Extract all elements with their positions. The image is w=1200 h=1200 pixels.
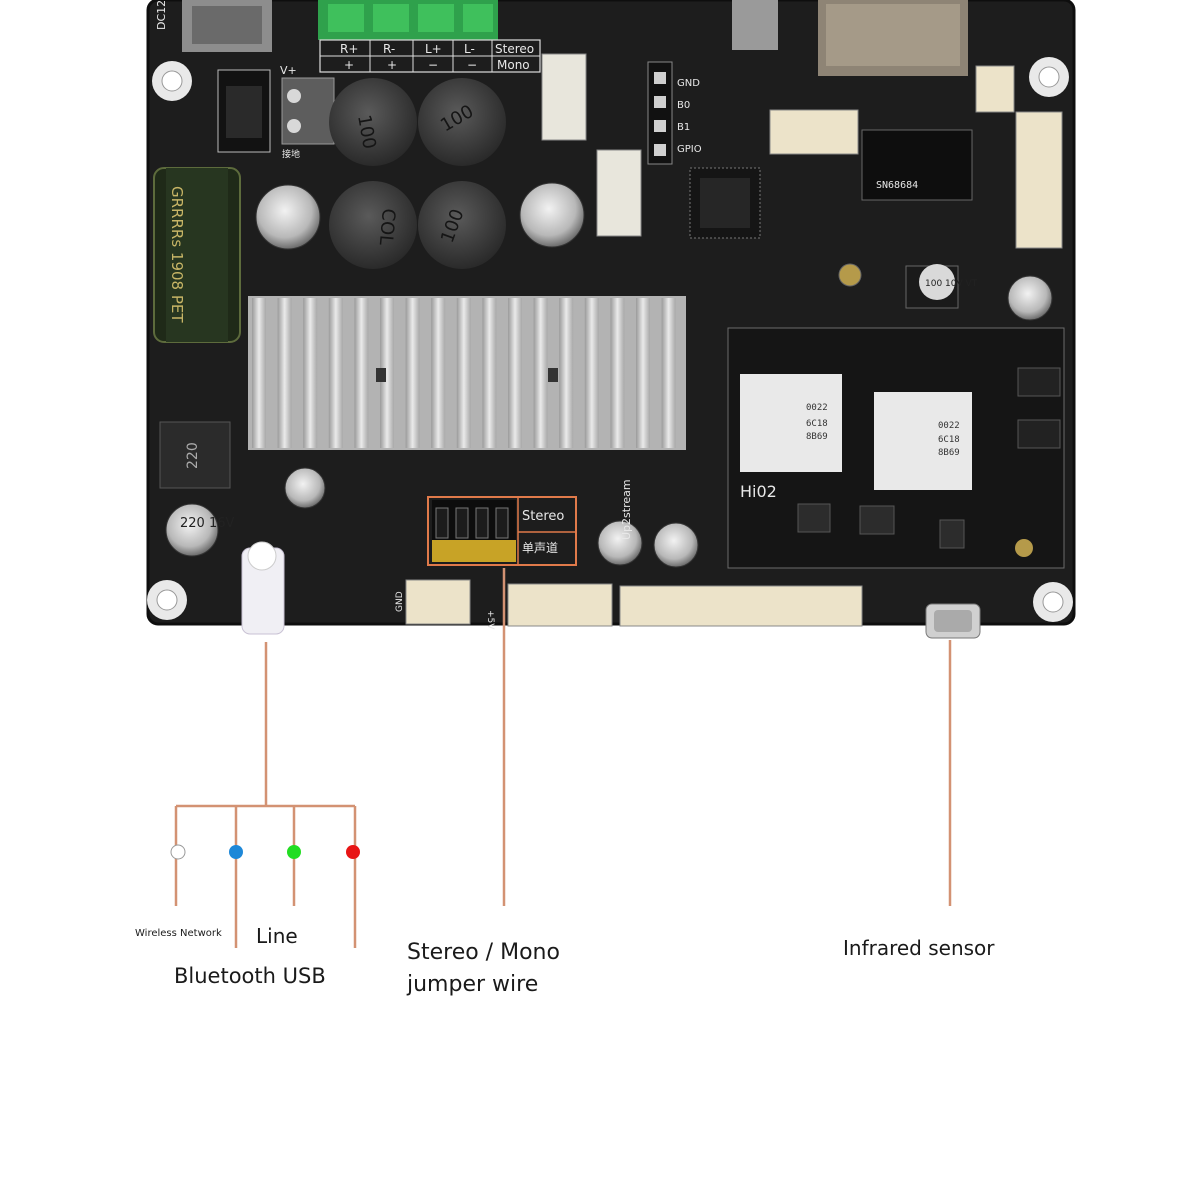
up2stream-label: Up2stream [620,479,633,540]
heatsink-fin [610,298,625,448]
silk-stereo-top: Stereo [495,42,534,56]
heatsink-fin [380,298,394,448]
blue-led-dot [229,845,243,859]
term-r-plus: R+ [340,42,358,56]
module-chip-right-marks: 0022 6C18 8B69 [938,421,960,458]
heatsink-fin [559,298,574,448]
svg-text:0022: 0022 [938,421,960,431]
small-inductor: 220 [159,421,231,489]
bulk-capacitor: GRRRRs 1908 PET [153,167,241,343]
heatsink [248,296,686,450]
module-id: Hi02 [740,482,777,501]
cap-small-a: 220 16V [180,516,234,531]
heatsink-fin [482,298,497,448]
sign-3: − [428,58,438,72]
electrolytic-capacitors: 220 16V [165,182,1053,568]
microcontroller [689,167,761,239]
white-led-dot [170,844,186,860]
heatsink-fin [456,298,471,448]
chip-label: SN68684 [876,180,918,191]
sign-4: − [467,58,477,72]
heatsink-fin [508,298,522,448]
vplus-terminal: V+ 接地 [217,64,335,160]
silk-vplus: V+ [280,64,297,77]
module-chip-left-marks: 0022 6C18 8B69 [806,403,828,442]
heatsink-fin [661,298,676,448]
label-line: Line [256,924,298,948]
label-jumper-wire: jumper wire [407,972,539,997]
svg-text:0022: 0022 [806,403,828,413]
label-bluetooth-usb: Bluetooth USB [174,964,326,988]
gnd-pin-label: GND [395,591,405,612]
mounting-holes [147,57,1073,622]
term-r-minus: R- [383,42,395,56]
cap-marking: GRRRRs 1908 PET [168,186,186,323]
ind-3: COL [375,208,399,246]
ind-small-label: 220 [185,442,201,469]
pin-gpio: GPIO [677,144,702,155]
heatsink-fin [277,298,292,448]
boot-pin-header: GND B0 B1 GPIO [647,61,702,165]
label-infrared-sensor: Infrared sensor [843,936,995,960]
heatsink-fin [354,298,369,448]
heatsink-fin [252,298,266,448]
ir-sensor [925,603,981,639]
term-l-plus: L+ [425,42,442,56]
label-stereo-mono: Stereo / Mono [407,940,560,965]
dc-power-jack: DC12- [155,0,272,52]
smd-cap-label: 100 10V VT [925,279,978,289]
silk-mono-top: Mono [497,58,530,72]
green-led-dot [287,845,301,859]
network-chip: SN68684 [861,129,973,201]
silk-ground-cn: 接地 [282,148,300,160]
jst-connectors-top [541,0,1063,249]
svg-text:8B69: 8B69 [806,432,828,442]
heatsink-fin [533,298,548,448]
dc-label: DC12- [155,0,168,30]
pin-gnd: GND [677,78,700,89]
svg-text:6C18: 6C18 [806,419,828,429]
red-led-dot [346,845,360,859]
heatsink-fin [405,298,420,448]
heatsink-fin [431,298,446,448]
label-wireless-network: Wireless Network [135,928,222,939]
heatsink-fin [303,298,318,448]
svg-text:6C18: 6C18 [938,435,960,445]
svg-text:8B69: 8B69 [938,448,960,458]
status-led [241,541,285,635]
jumper-stereo-label: Stereo [522,509,564,524]
heatsink-fin [328,298,343,448]
pin-b1: B1 [677,122,690,133]
sign-1: + [344,58,354,72]
smd-capacitor: 100 10V VT [905,264,978,309]
output-inductors: 100 100 COL 100 [329,78,506,269]
antenna-connector [838,263,862,287]
term-l-minus: L- [464,42,475,56]
heatsink-fin [584,298,599,448]
plus5v-label: +5V [485,610,495,630]
led-annotation-lines [174,642,357,948]
jst-connectors-bottom: GND +5V [395,579,863,630]
stereo-mono-jumper: Stereo 单声道 Up2stream [427,479,633,566]
speaker-silk-table: R+ R- L+ L- + + − − Stereo Mono [319,39,541,73]
sign-2: + [387,58,397,72]
pin-b0: B0 [677,100,690,111]
heatsink-fin [636,298,650,448]
wifi-module: 0022 6C18 8B69 0022 6C18 8B69 Hi02 [727,327,1065,569]
speaker-terminal-block [318,0,498,40]
jumper-mono-label: 单声道 [522,541,558,555]
